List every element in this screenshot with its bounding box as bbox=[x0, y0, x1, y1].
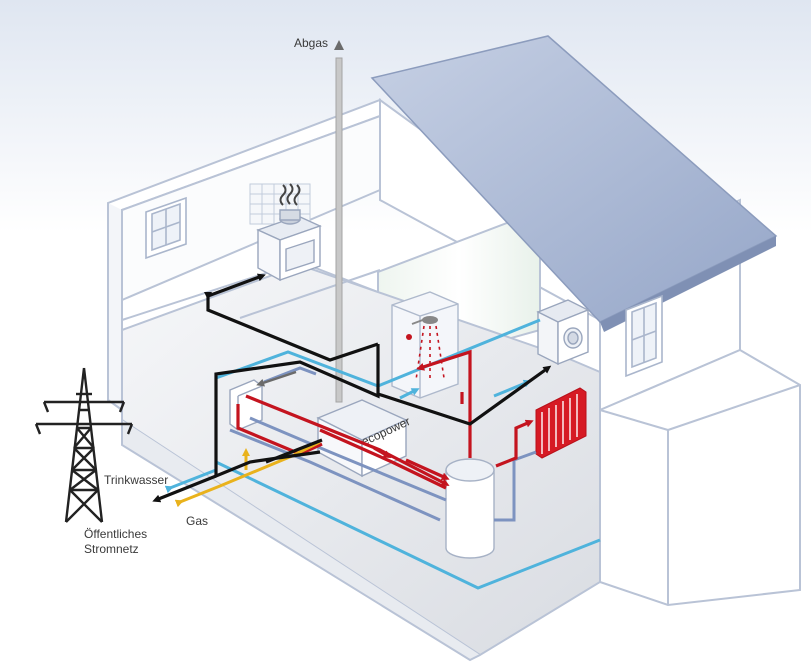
hot-water-tank bbox=[445, 458, 495, 559]
exhaust-label: Abgas bbox=[294, 36, 328, 50]
shower-head-icon bbox=[406, 316, 438, 340]
pipes-electric bbox=[152, 273, 552, 503]
washing-machine bbox=[536, 299, 590, 366]
radiator bbox=[535, 387, 587, 459]
grid-label-line1: Öffentliches bbox=[84, 527, 147, 541]
gas-label: Gas bbox=[186, 514, 208, 528]
stove bbox=[256, 209, 322, 282]
shower-cabin bbox=[391, 291, 459, 399]
exhaust-pipe bbox=[334, 40, 344, 403]
exhaust-arrow-icon bbox=[334, 40, 344, 50]
power-pylon-icon bbox=[34, 367, 134, 523]
pipes-return-water bbox=[229, 366, 537, 522]
drinking-water-label: Trinkwasser bbox=[104, 473, 168, 487]
shower-spray bbox=[415, 325, 445, 382]
pipes-gas bbox=[174, 440, 321, 508]
pipes-gray-signal bbox=[256, 370, 297, 387]
steam-icon bbox=[279, 183, 301, 206]
window-left bbox=[145, 196, 187, 260]
grid-label-line2: Stromnetz bbox=[84, 542, 139, 556]
window-right bbox=[625, 294, 663, 378]
